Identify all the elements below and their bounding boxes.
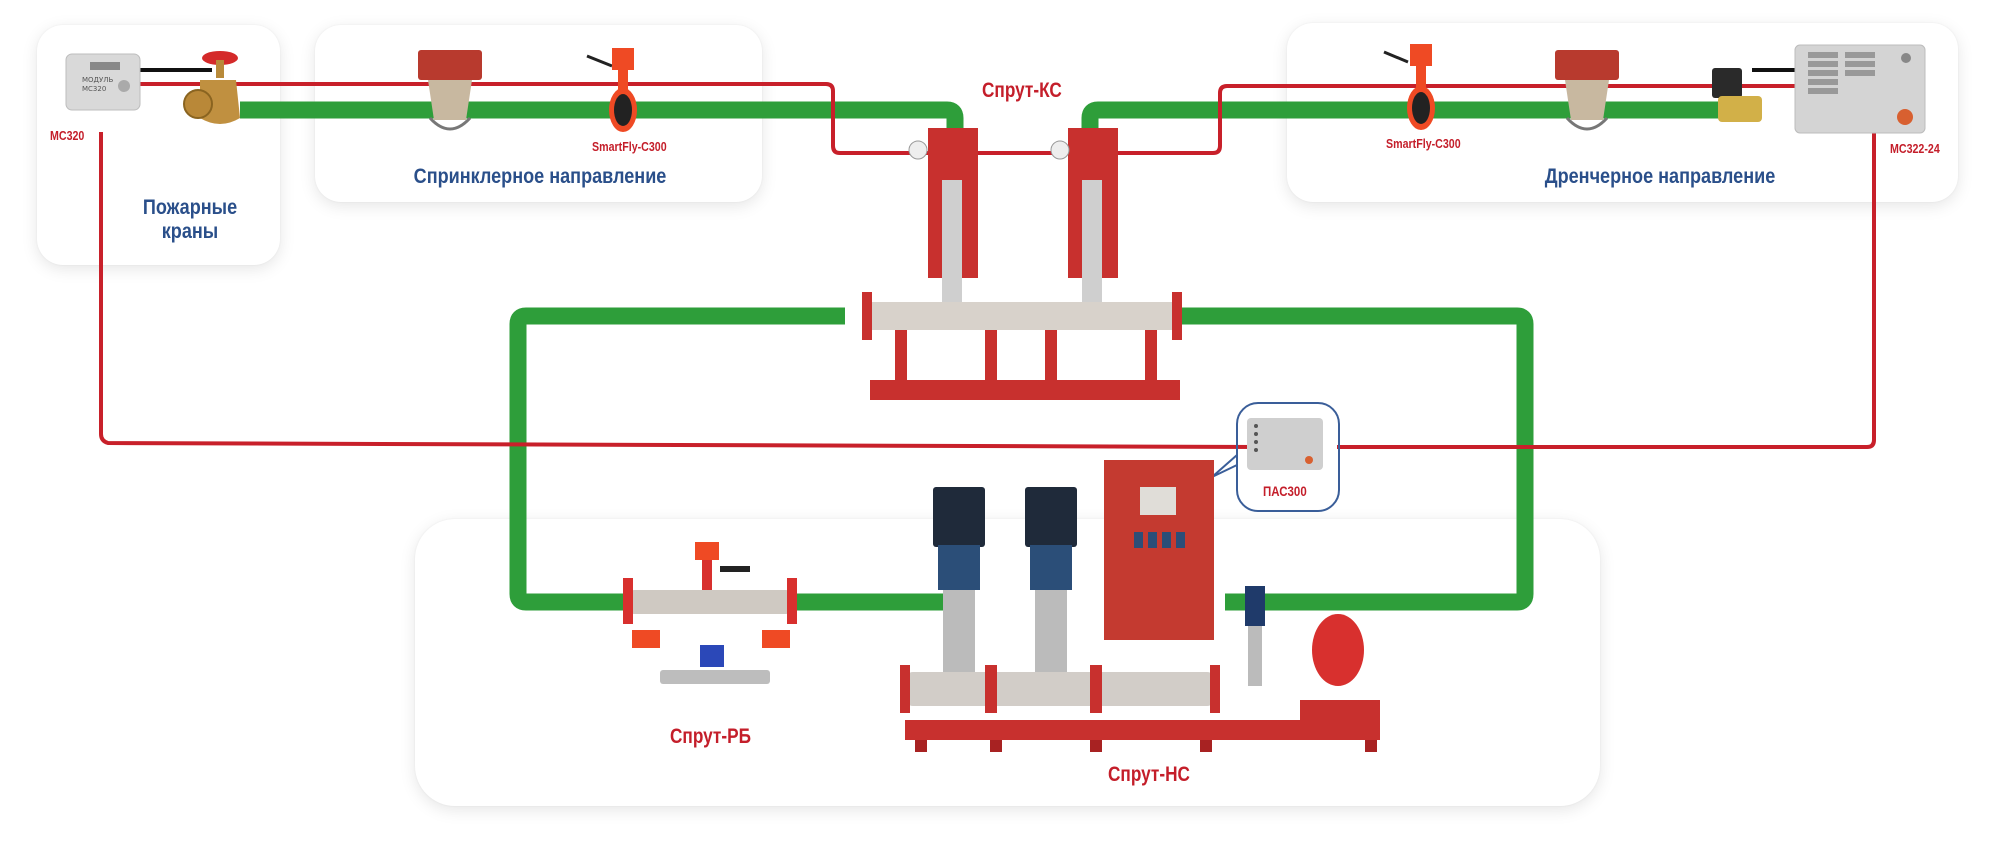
smartfly-valve-deluge-icon	[1383, 44, 1435, 130]
svg-text:МОДУЛЬ: МОДУЛЬ	[82, 76, 114, 84]
pas300-callout-pointer	[1211, 454, 1238, 478]
mc322-24-module-icon	[1794, 44, 1926, 134]
label-smartfly-sprinkler: SmartFly-C300	[592, 139, 667, 154]
label-sprut-ns: Спрут-НС	[1108, 763, 1190, 786]
water-pipe-sprinkler	[240, 101, 964, 134]
pas300-callout	[1236, 402, 1340, 512]
fire-hydrant-valve-icon	[183, 51, 240, 124]
card-title-fire-hydrants-line2: краны	[161, 220, 219, 243]
label-smartfly-deluge: SmartFly-C300	[1386, 136, 1461, 151]
card-title-fire-hydrants: Пожарные краны	[121, 196, 259, 244]
svg-text:МС320: МС320	[82, 85, 106, 93]
card-title-sprinkler: Спринклерное направление	[413, 165, 667, 188]
water-pipe-deluge	[1081, 101, 1725, 134]
sprut-ns-unit-icon	[900, 460, 1380, 752]
flow-switch-sprinkler-icon	[418, 50, 482, 131]
signal-line-left-top	[140, 82, 1060, 155]
sprut-ks-unit-icon	[862, 128, 1182, 400]
label-sprut-ks: Спрут-КС	[982, 79, 1062, 102]
pas300-panel-icon	[1247, 418, 1323, 470]
flow-switch-deluge-icon	[1555, 50, 1619, 131]
solenoid-valve-icon	[1712, 68, 1762, 122]
mc320-module-icon: МОДУЛЬ МС320	[65, 53, 141, 111]
card-title-fire-hydrants-line1: Пожарные	[142, 196, 238, 219]
signal-line-left-loop	[99, 132, 1261, 449]
signal-line-right-top	[1060, 84, 1795, 155]
smartfly-valve-sprinkler-icon	[586, 48, 637, 132]
label-mc320: МС320	[50, 128, 85, 143]
signal-line-right-loop	[1337, 132, 1876, 449]
label-sprut-rb: Спрут-РБ	[670, 725, 751, 748]
water-pipe-loop-right	[1180, 307, 1534, 611]
water-pipe-loop	[509, 307, 845, 611]
sprut-rb-unit-icon	[623, 542, 797, 684]
label-mc322-24: МС322-24	[1890, 141, 1940, 156]
card-title-deluge: Дренчерное направление	[1544, 165, 1776, 188]
label-pas300: ПАС300	[1263, 483, 1307, 499]
card-pump-station	[415, 519, 1600, 806]
